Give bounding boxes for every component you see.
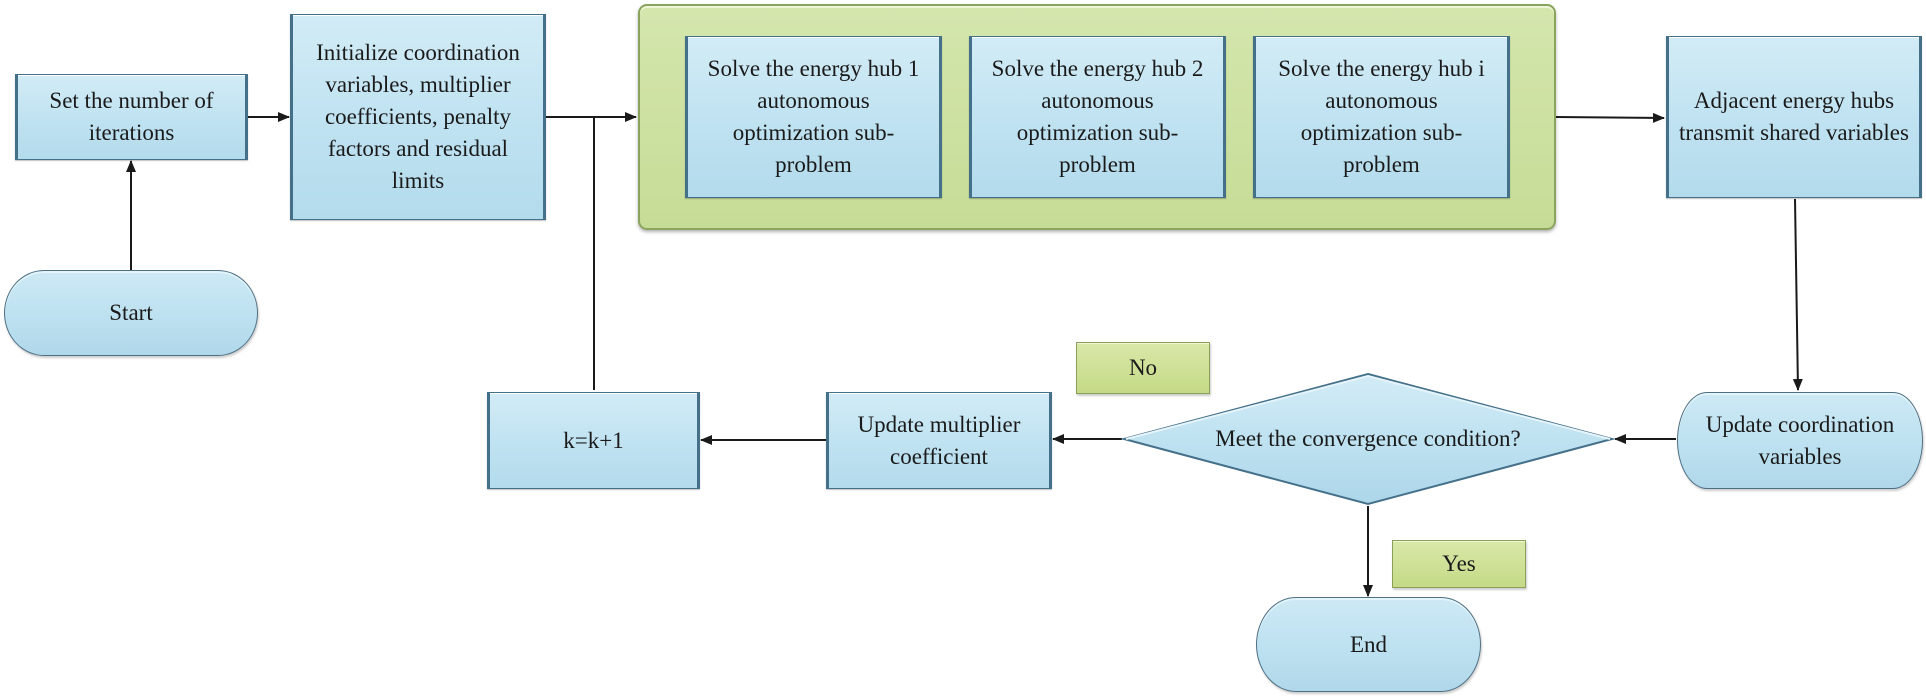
solve-hub-1-label: Solve the energy hub 1 autonomous optimi… [707, 56, 920, 177]
end-terminator: End [1256, 597, 1481, 692]
transmit-shared-variables-box: Adjacent energy hubs transmit shared var… [1666, 36, 1922, 198]
update-multiplier-box: Update multiplier coefficient [826, 392, 1052, 489]
increment-label: k=k+1 [563, 427, 624, 453]
initialize-label: Initialize coordination variables, multi… [316, 40, 520, 193]
update-coordination-box: Update coordination variables [1677, 392, 1923, 489]
solve-hub-i-box: Solve the energy hub i autonomous optimi… [1253, 36, 1510, 198]
initialize-box: Initialize coordination variables, multi… [290, 14, 546, 220]
start-terminator: Start [4, 270, 258, 356]
solve-hub-2-label: Solve the energy hub 2 autonomous optimi… [991, 56, 1204, 177]
update-coordination-label: Update coordination variables [1705, 411, 1895, 469]
solve-hub-i-label: Solve the energy hub i autonomous optimi… [1278, 56, 1485, 177]
transmit-shared-variables-label: Adjacent energy hubs transmit shared var… [1679, 88, 1909, 145]
set-iterations-box: Set the number of iterations [15, 74, 248, 160]
decision-label: Meet the convergence condition? [1215, 426, 1521, 451]
no-label: No [1128, 355, 1158, 380]
arrow-group-to-transmit [1555, 112, 1665, 123]
end-label: End [1349, 631, 1388, 657]
arrow-transmit-to-update-coordination [1792, 198, 1803, 391]
yes-label: Yes [1442, 551, 1476, 576]
solve-hub-2-box: Solve the energy hub 2 autonomous optimi… [969, 36, 1226, 198]
start-label: Start [109, 300, 153, 325]
no-label-box: No [1076, 342, 1210, 394]
set-iterations-label: Set the number of iterations [49, 88, 214, 145]
increment-box: k=k+1 [487, 392, 700, 489]
yes-label-box: Yes [1392, 540, 1526, 588]
update-multiplier-label: Update multiplier coefficient [857, 411, 1021, 469]
solve-hub-1-box: Solve the energy hub 1 autonomous optimi… [685, 36, 942, 198]
